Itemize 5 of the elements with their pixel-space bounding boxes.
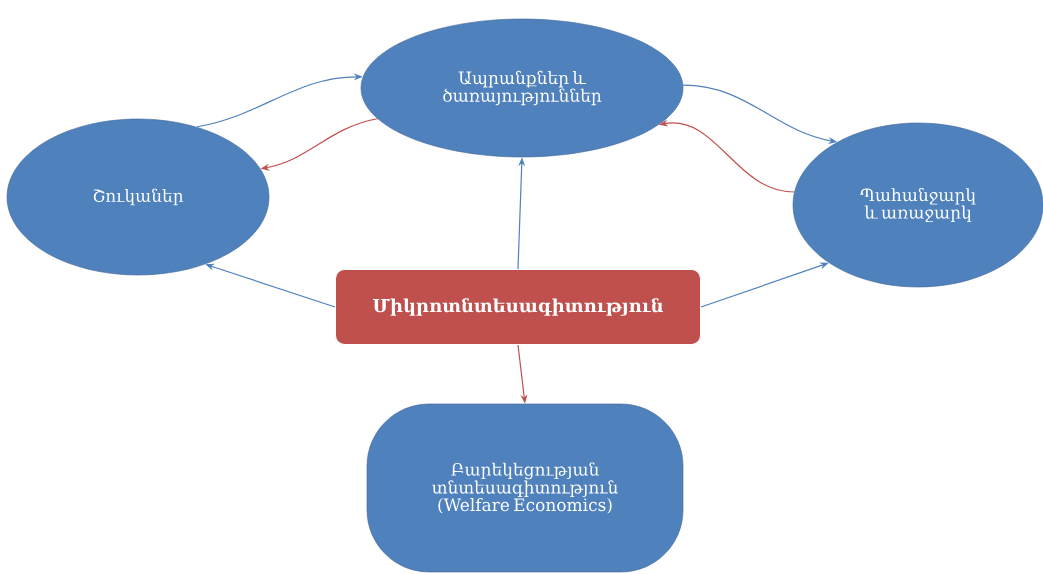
ellipse-node: Շուկաներ [6, 118, 270, 276]
ellipse-node: Պահանջարկ և առաջարկ [792, 122, 1043, 288]
rounded-box: Բարեկեցության տնտեսագիտություն (Welfare Economics) [366, 403, 684, 573]
process-box: Միկրոտնտեսագիտություն [335, 269, 701, 345]
ellipse-node: Ապրանքներ և ծառայություններ [360, 18, 684, 158]
